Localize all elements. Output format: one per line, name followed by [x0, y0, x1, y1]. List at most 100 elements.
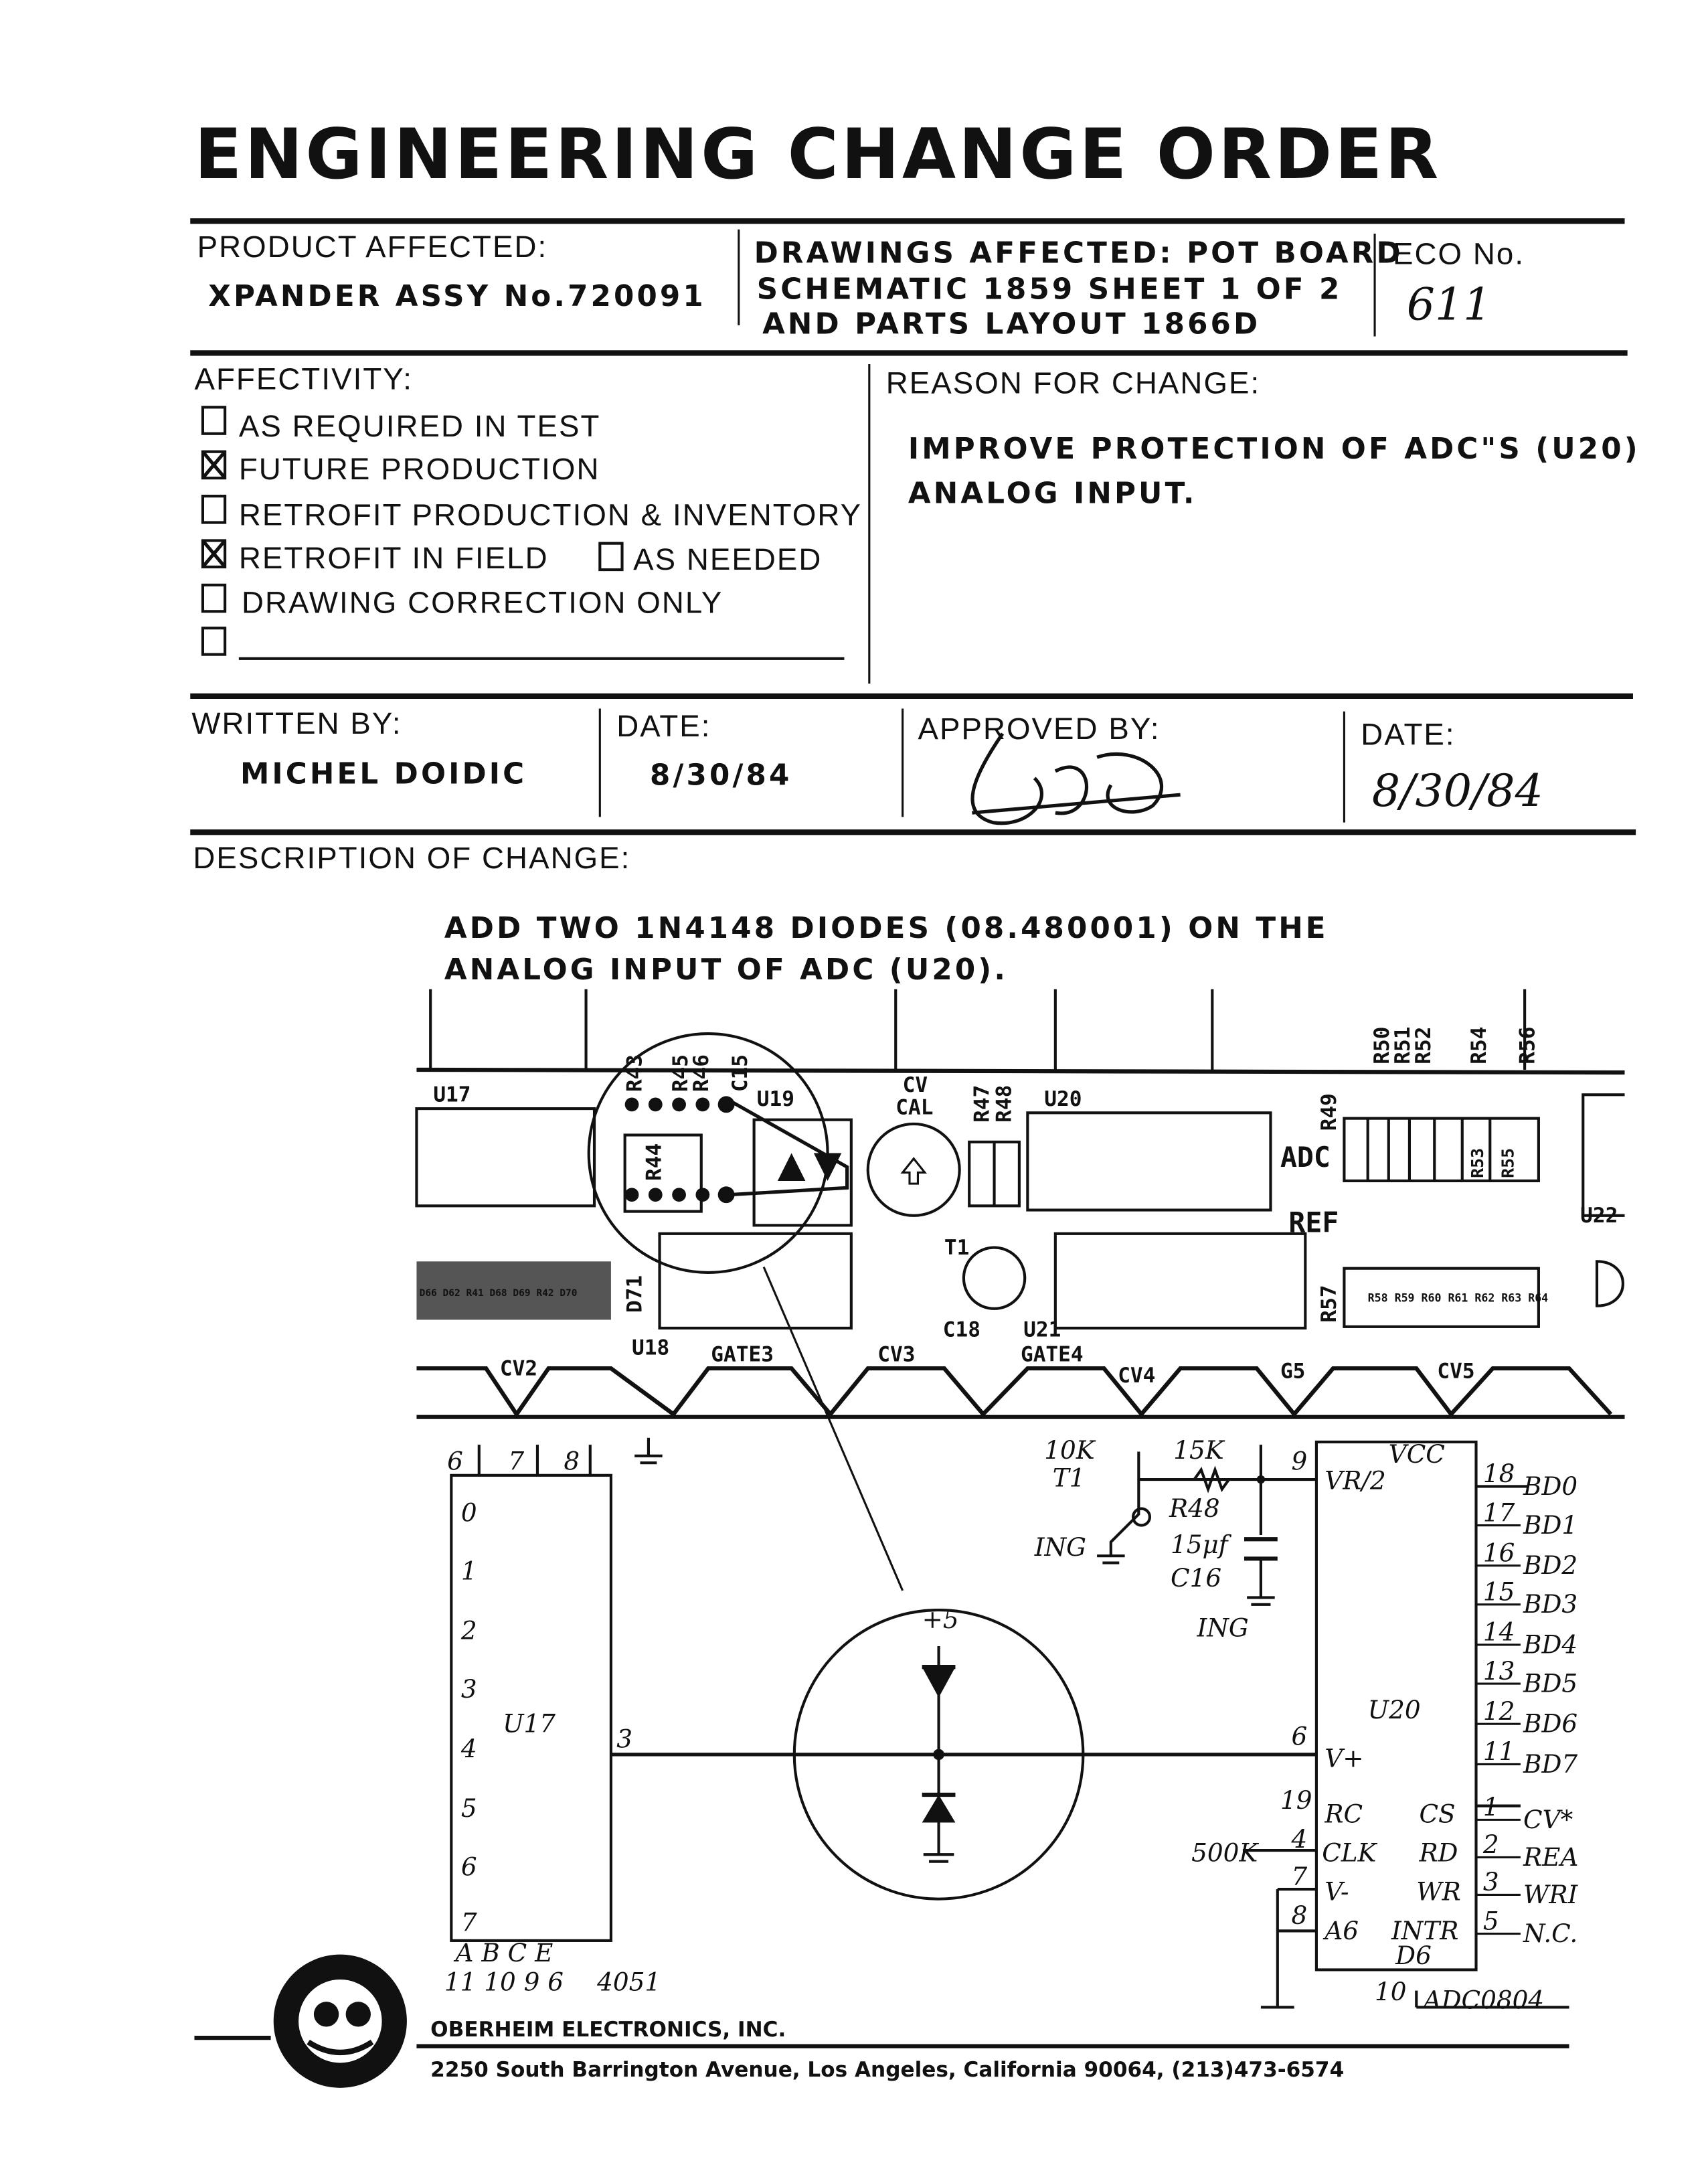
approval-date-label: DATE: [1361, 717, 1455, 751]
adjust-arrow-icon [900, 1157, 928, 1185]
approver-signature [970, 732, 1181, 825]
layout-r43: R43 [623, 1054, 647, 1092]
checkbox-retrofit-production-inventory[interactable]: RETROFIT PRODUCTION & INVENTORY [201, 495, 862, 532]
schematic-part: ADC0804 [1422, 1986, 1544, 2015]
schematic-u20-left-1-name: V+ [1325, 1744, 1363, 1773]
schematic-u17-top-pins-2: 8 [564, 1447, 580, 1476]
schematic-u17-out-pin: 3 [616, 1724, 632, 1753]
u20-pin-number: 16 [1483, 1538, 1515, 1567]
schematic-t1: T1 [1053, 1463, 1086, 1492]
layout-cv5: CV5 [1437, 1360, 1474, 1384]
schematic-u17-left-pins-1: 1 [461, 1556, 477, 1585]
layout-t1: T1 [944, 1236, 969, 1260]
checkbox-as-required-in-test[interactable]: AS REQUIRED IN TEST [201, 406, 601, 443]
u20-pin-number: 17 [1483, 1498, 1515, 1527]
layout-u22: U22 [1580, 1204, 1618, 1228]
layout-cv: CV [903, 1073, 928, 1097]
u20-pin-name: CV* [1523, 1805, 1573, 1834]
layout-cv3: CV3 [877, 1343, 915, 1367]
footer: OBERHEIM ELECTRONICS, INC. 2250 South Ba… [194, 1954, 1569, 2088]
u20-pin-number: 13 [1483, 1656, 1515, 1686]
eco-number-label: ECO No. [1393, 237, 1525, 271]
schematic-u20-left-0-name: VR/2 [1325, 1466, 1385, 1496]
schematic-pin10: 10 [1375, 1977, 1407, 2006]
parts-layout-drawing: U17 U19 U20 U22 U18 U21 C18 T1 CV CAL AD… [415, 989, 1625, 1591]
layout-u20: U20 [1044, 1087, 1082, 1111]
schematic-r48: R48 [1169, 1494, 1220, 1523]
u20-pin-number: 12 [1483, 1696, 1515, 1726]
drawings-affected-line3: AND PARTS LAYOUT 1866D [762, 307, 1260, 341]
schematic-u20-left-3-name: CLK [1322, 1838, 1377, 1868]
schematic-u17-left-pins-2: 2 [460, 1616, 477, 1645]
layout-r55: R55 [1499, 1148, 1518, 1178]
check-mark-icon [201, 539, 227, 568]
schematic-u17: U17 [503, 1709, 556, 1739]
checkbox-future-production[interactable]: FUTURE PRODUCTION [201, 450, 600, 486]
schematic-u17-part: 4051 [596, 1967, 661, 1997]
layout-r58-64: R58 R59 R60 R61 R62 R63 R64 [1368, 1291, 1549, 1304]
schematic-clk-r: 500K [1191, 1838, 1259, 1868]
u20-pin-number: 11 [1483, 1737, 1515, 1766]
layout-r56: R56 [1516, 1026, 1540, 1064]
checkbox-as-needed[interactable]: AS NEEDED [598, 542, 822, 576]
u20-pin-number: 14 [1483, 1617, 1515, 1647]
layout-r53: R53 [1468, 1148, 1487, 1178]
u20-pin-number: 15 [1483, 1577, 1515, 1607]
schematic-ing1: ING [1034, 1532, 1086, 1562]
schematic-u20-left-2-name: RC [1324, 1799, 1363, 1829]
product-affected-label: PRODUCT AFFECTED: [197, 230, 548, 264]
schematic-cap: 15μf [1171, 1530, 1232, 1559]
layout-c18: C18 [943, 1317, 980, 1342]
schematic-u17-bottom: A B C E [454, 1938, 553, 1967]
schematic-plus5: +5 [922, 1605, 959, 1634]
layout-gate4: GATE4 [1021, 1343, 1084, 1367]
layout-cv4: CV4 [1118, 1364, 1155, 1388]
schematic-ing2: ING [1196, 1613, 1248, 1643]
schematic-u17-top-pins-0: 6 [447, 1447, 463, 1476]
schematic-vcc: VCC [1389, 1439, 1445, 1469]
u20-pin-name: BD3 [1523, 1589, 1577, 1619]
u20-pin-number: 3 [1483, 1867, 1499, 1897]
eco-number-value: 611 [1407, 278, 1492, 331]
schematic-u20-left-5-pin: 8 [1292, 1901, 1308, 1930]
description-line1: ADD TWO 1N4148 DIODES (08.480001) ON THE [444, 912, 1329, 945]
schematic-c16: C16 [1171, 1563, 1221, 1593]
schematic-u20-left-4-pin: 7 [1292, 1862, 1308, 1891]
affectivity-options-0-label: AS REQUIRED IN TEST [239, 409, 601, 443]
date-label: DATE: [616, 709, 711, 743]
layout-r57: R57 [1317, 1285, 1341, 1322]
drawings-affected-line1: DRAWINGS AFFECTED: POT BOARD [754, 237, 1403, 270]
u20-pin-name: BD6 [1523, 1709, 1577, 1739]
schematic-u20-left-2-pin: 19 [1280, 1785, 1312, 1815]
checkbox-retrofit-in-field[interactable]: RETROFIT IN FIELD [201, 539, 549, 575]
product-affected-value: XPANDER ASSY No.720091 [208, 280, 706, 313]
layout-left-parts: D66 D62 R41 D68 D69 R42 D70 [420, 1288, 578, 1299]
layout-adc: ADC [1280, 1141, 1331, 1174]
schematic-drawing: 6 7 8 0 1 2 3 4 5 6 7 U17 3 A B C E 11 1… [444, 1435, 1579, 2015]
layout-cal: CAL [895, 1095, 933, 1119]
schematic-r15k: 15K [1173, 1435, 1225, 1465]
affectivity-options-3-label: RETROFIT IN FIELD [239, 541, 549, 575]
schematic-u17-left-pins-6: 6 [461, 1852, 477, 1881]
reason-label: REASON FOR CHANGE: [886, 366, 1261, 400]
schematic-u17-left-pins-5: 5 [461, 1793, 477, 1823]
schematic-d6: D6 [1395, 1941, 1432, 1970]
schematic-u20-right-inner-2: WR [1416, 1877, 1460, 1907]
u20-pin-name: WRI [1523, 1880, 1578, 1909]
layout-r45: R45 [669, 1054, 693, 1092]
layout-d71: D71 [623, 1275, 647, 1313]
checkbox-other[interactable] [201, 627, 845, 660]
layout-r50: R50 [1370, 1026, 1394, 1064]
layout-u17: U17 [433, 1083, 471, 1107]
schematic-u20: U20 [1368, 1695, 1421, 1724]
checkbox-drawing-correction-only[interactable]: DRAWING CORRECTION ONLY [201, 583, 723, 619]
schematic-u17-left-pins-3: 3 [461, 1674, 477, 1704]
layout-r51: R51 [1391, 1026, 1415, 1064]
layout-r48: R48 [992, 1085, 1016, 1123]
layout-cv2: CV2 [500, 1356, 537, 1380]
reason-line1: IMPROVE PROTECTION OF ADC"S (U20) [908, 432, 1640, 466]
u20-pin-name: BD2 [1523, 1550, 1577, 1580]
affectivity-options-5-label: DRAWING CORRECTION ONLY [242, 585, 723, 619]
u20-pin-name: BD0 [1523, 1471, 1577, 1501]
layout-r47: R47 [970, 1085, 994, 1123]
